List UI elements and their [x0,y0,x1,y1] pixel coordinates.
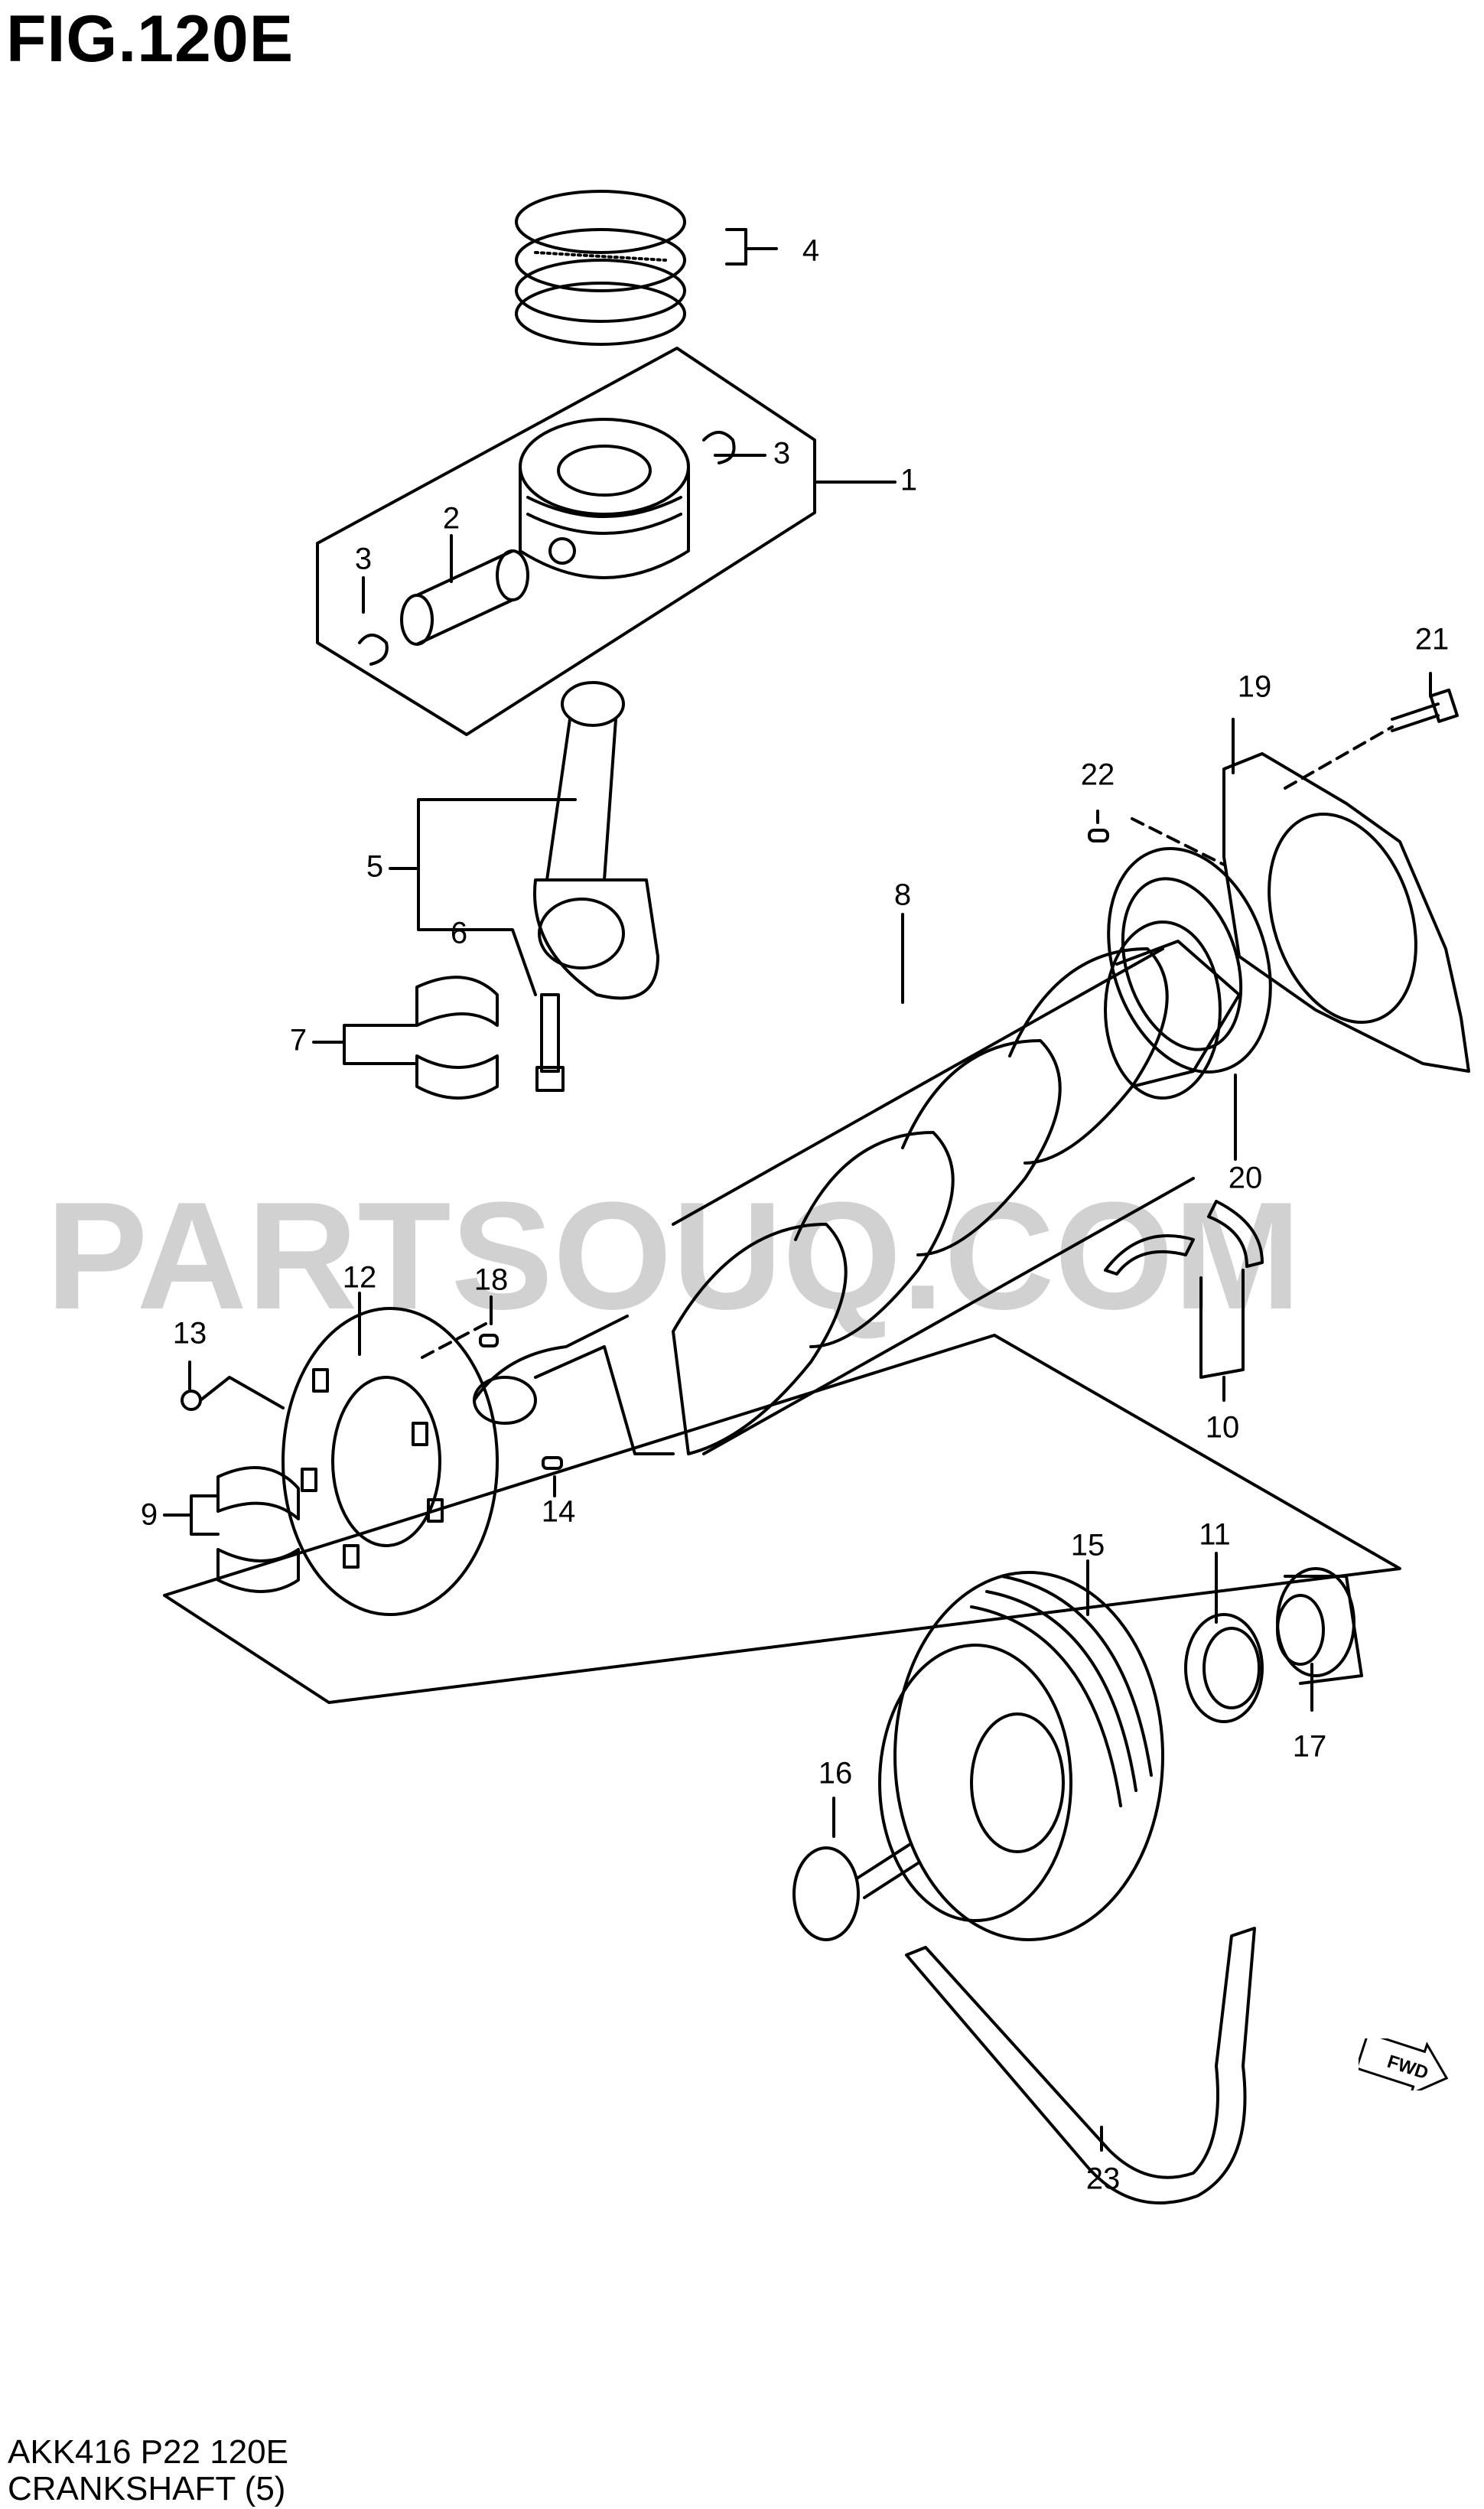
figure-title: FIG.120E [6,2,295,76]
callout-15: 15 [1071,1529,1105,1562]
snap-ring-left [358,634,389,666]
rear-oil-seal [1107,847,1272,1074]
crankshaft [473,921,1241,1455]
callout-20: 20 [1229,1162,1263,1195]
callout-6: 6 [451,917,467,950]
lower-assembly-box [163,1334,1401,1704]
crank-key-18 [479,1334,499,1347]
housing-bolt [1391,688,1459,732]
piston-pin [400,549,529,646]
callout-19: 19 [1238,670,1272,704]
callout-13: 13 [173,1317,207,1351]
timing-gear [1276,1567,1363,1685]
callout-11: 11 [1199,1518,1231,1552]
thrust-washers [1104,1200,1264,1379]
callout-21: 21 [1415,623,1450,657]
callout-labels: 1 2 3 3 4 5 6 7 8 9 10 11 12 13 14 15 16… [141,234,1449,2196]
front-oil-seal [1184,1613,1264,1723]
piston-rings [515,190,686,346]
pulley-bolt [792,1843,919,1941]
callout-1: 1 [900,464,917,497]
crank-pulley [878,1571,1164,1941]
drive-belt [905,1927,1256,2204]
footer-code: AKK416 P22 120E [8,2433,288,2471]
callout-16: 16 [818,1757,853,1791]
con-rod-bearings [415,976,499,1100]
callout-3b: 3 [355,543,372,576]
callout-17: 17 [1293,1730,1327,1764]
callout-8: 8 [894,878,911,912]
main-bearings [216,1466,300,1593]
footer-caption: CRANKSHAFT (5) [8,2470,286,2507]
connecting-rod [533,681,659,1000]
dowel-pin [1088,829,1109,842]
con-rod-bolt [535,993,565,1092]
piston [519,418,690,579]
sensor-plate [282,1307,499,1616]
callout-10: 10 [1206,1411,1240,1445]
callout-3a: 3 [773,437,790,471]
rear-seal-housing [1222,752,1470,1073]
callout-18: 18 [474,1263,509,1297]
callout-7: 7 [290,1024,307,1057]
watermark: PARTSOUQ.COM [46,1171,1301,1341]
leader-lines [163,228,1432,2152]
plate-screw [181,1376,285,1411]
callout-14: 14 [542,1495,576,1529]
crank-key-14 [542,1456,563,1470]
callout-4: 4 [802,234,819,268]
piston-assembly-box [316,347,897,736]
callout-22: 22 [1081,758,1115,792]
forward-arrow-icon: FWD [1359,2038,1449,2090]
callout-9: 9 [141,1498,158,1532]
callout-2: 2 [443,502,460,536]
callout-23: 23 [1086,2162,1121,2196]
snap-ring-right [702,431,736,464]
callout-5: 5 [366,850,383,884]
callout-12: 12 [343,1261,377,1295]
